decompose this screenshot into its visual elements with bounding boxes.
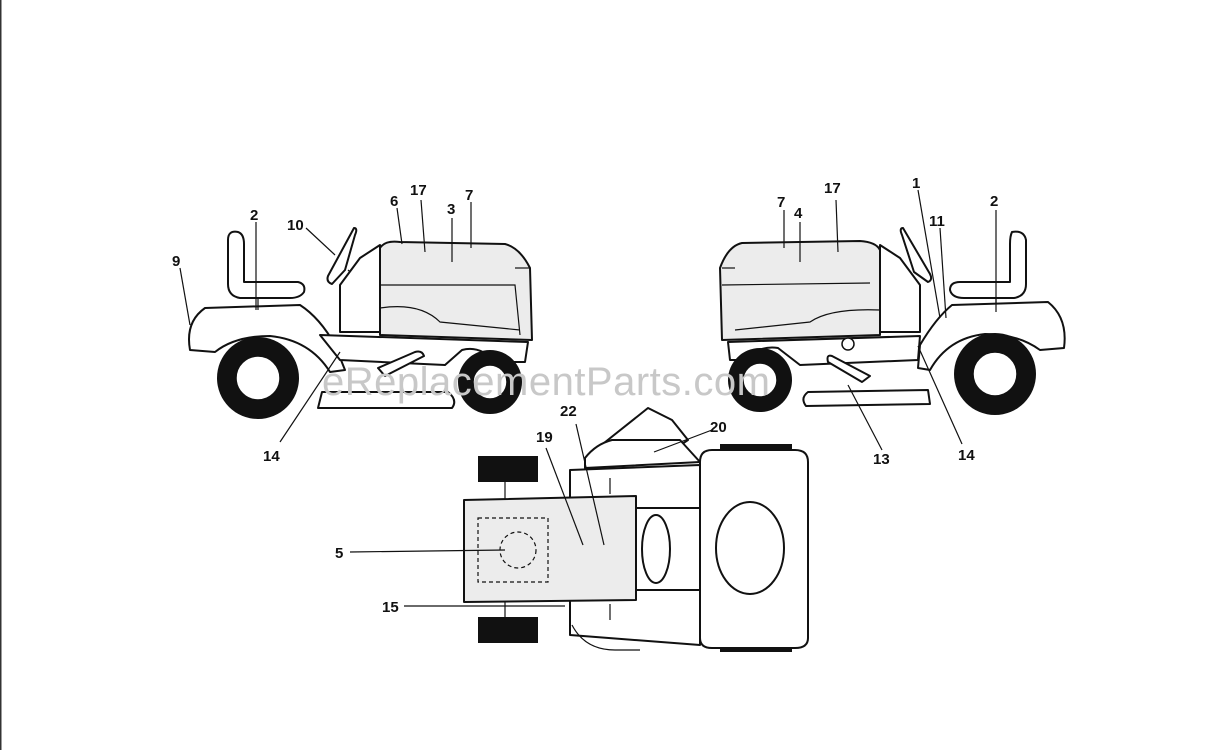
left-tractor-side-view xyxy=(179,199,533,443)
callout-14-left: 14 xyxy=(263,448,280,465)
callout-2-left: 2 xyxy=(250,207,258,224)
callout-5-top: 5 xyxy=(335,545,343,562)
callout-7-right: 7 xyxy=(777,194,785,211)
callout-15-top: 15 xyxy=(382,599,399,616)
callout-10-left: 10 xyxy=(287,217,304,234)
callout-13-right: 13 xyxy=(873,451,890,468)
callout-6-left: 6 xyxy=(390,193,398,210)
callout-17-left: 17 xyxy=(410,182,427,199)
callout-11-right: 11 xyxy=(929,213,945,230)
callout-4-right: 4 xyxy=(794,205,803,222)
callout-3-left: 3 xyxy=(447,201,455,218)
tractor-top-view xyxy=(349,407,809,652)
callout-17-right: 17 xyxy=(824,180,841,197)
callout-20-top: 20 xyxy=(710,419,727,436)
callout-1-right: 1 xyxy=(912,175,920,192)
watermark-text: eReplacementParts.com xyxy=(322,360,770,404)
callout-14-right: 14 xyxy=(958,447,975,464)
callout-22-top: 22 xyxy=(560,403,577,420)
right-tractor-side-view xyxy=(719,189,1066,451)
callout-2-right: 2 xyxy=(990,193,998,210)
callout-7-left: 7 xyxy=(465,187,473,204)
callout-9-left: 9 xyxy=(172,253,180,270)
callout-19-top: 19 xyxy=(536,429,553,446)
